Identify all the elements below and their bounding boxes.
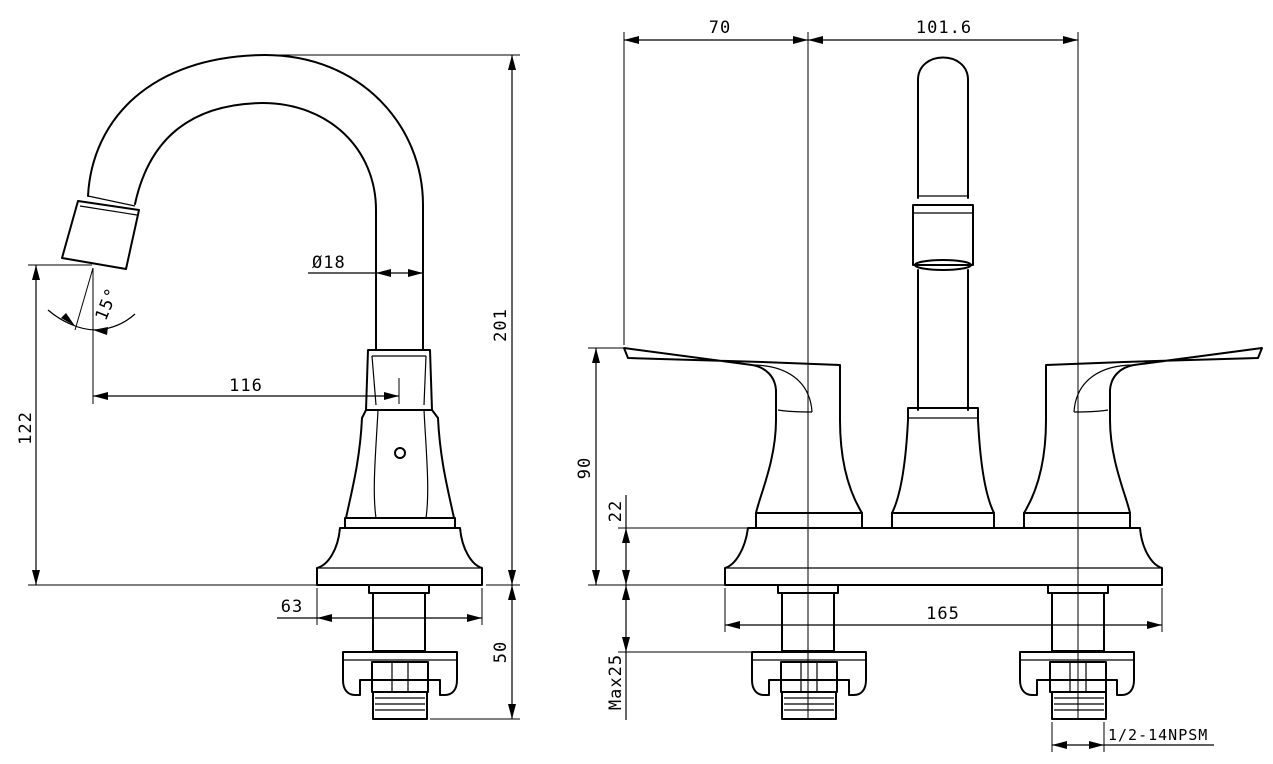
side-view: 201 50 122 116 [16,54,520,720]
dim-201: 201 [265,54,520,586]
dim-thread: 1/2-14NPSM [1051,722,1214,752]
dim-50-label: 50 [491,641,511,663]
dim-70-label: 70 [709,18,731,38]
dim-angle-15: 15° [47,267,136,335]
dim-22: 22 [606,495,748,585]
front-right-handle [1023,347,1263,529]
dim-63-label: 63 [281,597,303,617]
front-left-handle [623,347,863,529]
dim-116: 116 [92,268,400,404]
dim-max25-label: Max25 [606,654,626,710]
dim-122: 122 [16,264,317,586]
spout-aerator [61,200,140,270]
dim-201-label: 201 [491,308,511,342]
front-right-shank [1019,584,1135,720]
dim-thread-label: 1/2-14NPSM [1108,726,1208,744]
dim-165-label: 165 [926,604,960,624]
dim-101-6-label: 101.6 [916,18,972,38]
dim-50: 50 [430,585,520,720]
spout-gooseneck [87,54,424,351]
dim-diameter-18: Ø18 [308,253,423,277]
front-spout [891,56,995,529]
dim-165: 165 [724,588,1163,632]
dim-22-label: 22 [606,500,626,522]
front-base [724,527,1163,586]
front-left-shank [751,584,867,720]
dim-63: 63 [277,588,483,625]
dim-diameter-18-label: Ø18 [312,253,346,273]
side-body [316,349,483,720]
dim-101-6: 101.6 [808,18,1078,44]
dim-90-label: 90 [575,457,595,479]
front-view: 70 101.6 90 22 [575,18,1263,752]
dim-70: 70 [623,18,808,345]
dim-116-label: 116 [229,376,263,396]
dim-90: 90 [575,347,725,586]
dim-max25: Max25 [606,585,752,720]
dim-122-label: 122 [16,411,36,445]
dim-angle-15-label: 15° [92,285,123,324]
